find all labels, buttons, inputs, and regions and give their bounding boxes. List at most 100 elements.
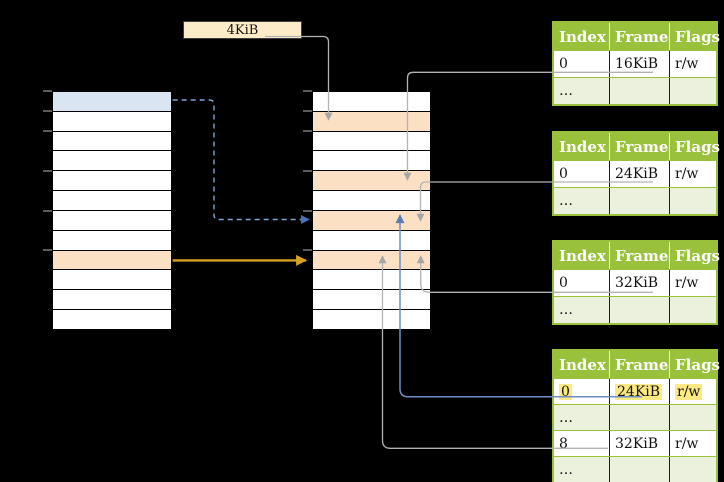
boundary-tick bbox=[43, 90, 52, 92]
memory-row-7 bbox=[53, 230, 171, 251]
memory-row-5 bbox=[313, 191, 430, 211]
table-cell: 32KiB bbox=[609, 270, 669, 296]
boundary-tick bbox=[43, 169, 52, 172]
highlighted-value: 24KiB bbox=[615, 383, 663, 400]
header-cell-flags: Flags bbox=[669, 133, 720, 160]
header-cell-flags: Flags bbox=[669, 351, 720, 378]
table-row: … bbox=[554, 77, 716, 104]
table-cell: … bbox=[554, 188, 609, 214]
table-cell bbox=[669, 297, 716, 323]
memory-row-7 bbox=[313, 230, 430, 251]
table-cell bbox=[609, 405, 669, 430]
table-cell: 0 bbox=[554, 379, 609, 404]
header-cell-frame: Frame bbox=[609, 351, 669, 378]
table-cell: 16KiB bbox=[609, 51, 669, 77]
table-cell bbox=[609, 188, 669, 214]
memory-row-3 bbox=[313, 151, 430, 172]
boundary-tick bbox=[303, 209, 312, 212]
memory-row-9 bbox=[53, 270, 171, 291]
memory-row-8-orange bbox=[313, 250, 430, 271]
table-row: … bbox=[554, 456, 716, 482]
header-cell-index: Index bbox=[559, 246, 606, 265]
memory-row-10 bbox=[53, 290, 171, 311]
table-cell: 0 bbox=[554, 161, 609, 187]
memory-row-1 bbox=[53, 111, 171, 132]
memory-row-11 bbox=[313, 310, 430, 329]
table-cell bbox=[669, 78, 716, 104]
memory-row-10 bbox=[313, 290, 430, 311]
table-cell: 0 bbox=[554, 270, 609, 296]
table-cell: r/w bbox=[669, 431, 716, 456]
header-cell-index: Index bbox=[559, 27, 606, 46]
boundary-tick bbox=[43, 129, 52, 132]
table-cell: 32KiB bbox=[609, 431, 669, 456]
table-cell bbox=[669, 457, 716, 482]
table-cell: … bbox=[554, 457, 609, 482]
page-size-label-box: 4KiB bbox=[183, 21, 302, 39]
table-row: … bbox=[554, 296, 716, 323]
table-row: 0 24KiB r/w bbox=[554, 378, 716, 404]
memory-row-0-blue bbox=[53, 92, 171, 112]
table-cell: 0 bbox=[554, 51, 609, 77]
header-cell-frame: Frame bbox=[609, 23, 669, 50]
memory-row-4 bbox=[53, 171, 171, 192]
boundary-tick bbox=[43, 249, 52, 252]
memory-row-0 bbox=[313, 92, 430, 112]
highlighted-value: 0 bbox=[559, 383, 572, 400]
table-cell: 8 bbox=[554, 431, 609, 456]
boundary-tick bbox=[303, 90, 312, 92]
table-cell: … bbox=[554, 405, 609, 430]
physical-frames-column bbox=[312, 91, 431, 330]
memory-row-6-orange bbox=[313, 210, 430, 231]
table-cell: … bbox=[554, 297, 609, 323]
table-cell bbox=[669, 405, 716, 430]
boundary-tick bbox=[303, 169, 312, 172]
boundary-tick bbox=[303, 249, 312, 252]
header-cell-flags: Flags bbox=[669, 23, 720, 50]
table-cell bbox=[669, 188, 716, 214]
header-cell-index: Index bbox=[559, 137, 606, 156]
table-cell bbox=[609, 78, 669, 104]
highlighted-value: r/w bbox=[675, 383, 703, 400]
table-cell: 24KiB bbox=[609, 379, 669, 404]
connector-blue-page-dashed bbox=[172, 99, 310, 224]
table-cell: r/w bbox=[669, 270, 716, 296]
boundary-tick bbox=[43, 209, 52, 212]
boundary-tick bbox=[43, 109, 52, 112]
header-cell-index: Index bbox=[559, 355, 606, 374]
boundary-tick bbox=[303, 109, 312, 112]
header-cell-frame: Frame bbox=[609, 133, 669, 160]
header-cell-frame: Frame bbox=[609, 242, 669, 269]
memory-row-4-orange bbox=[313, 171, 430, 192]
memory-row-8-orange bbox=[53, 250, 171, 271]
table-cell: r/w bbox=[669, 161, 716, 187]
memory-row-2 bbox=[313, 131, 430, 152]
table-cell: … bbox=[554, 78, 609, 104]
memory-row-6 bbox=[53, 210, 171, 231]
table-cell: r/w bbox=[669, 379, 716, 404]
memory-row-9 bbox=[313, 270, 430, 291]
page-size-label: 4KiB bbox=[226, 22, 259, 38]
table-cell: 24KiB bbox=[609, 161, 669, 187]
table-row: … bbox=[554, 187, 716, 214]
table-cell bbox=[609, 297, 669, 323]
table-cell: r/w bbox=[669, 51, 716, 77]
table-cell bbox=[609, 457, 669, 482]
memory-row-2 bbox=[53, 131, 171, 152]
table-row: … bbox=[554, 404, 716, 430]
memory-row-5 bbox=[53, 191, 171, 211]
memory-row-3 bbox=[53, 151, 171, 172]
